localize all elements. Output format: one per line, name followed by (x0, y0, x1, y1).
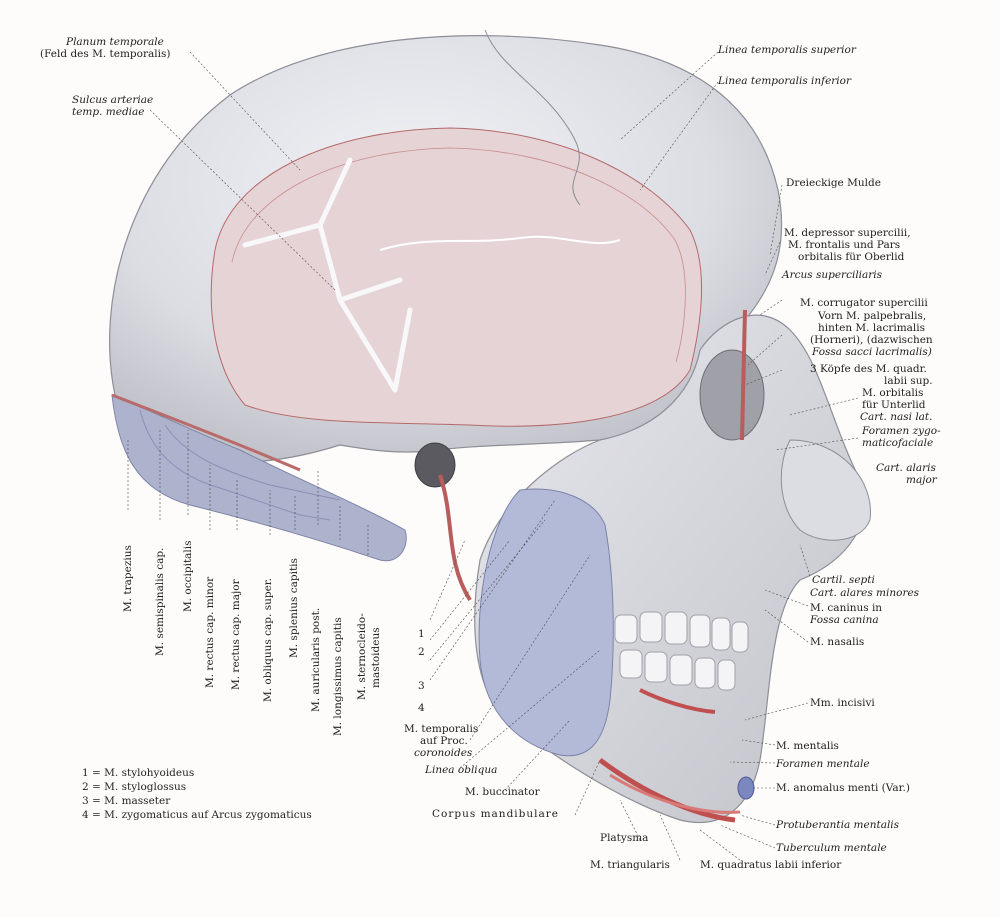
label-linea-temporalis-inferior: Linea temporalis inferior (718, 75, 851, 87)
label-palpebralis-3: (Horneri), (dazwischen (810, 334, 933, 346)
label-trapezius: M. trapezius (122, 545, 134, 612)
label-mentalis: M. mentalis (776, 740, 839, 752)
label-incisivi: Mm. incisivi (810, 697, 875, 709)
label-depressor-2: M. frontalis und Pars (788, 239, 901, 251)
leader-lines (127, 51, 859, 861)
label-sternocleido-1: M. sternocleido- (356, 613, 368, 700)
teeth (614, 611, 749, 691)
occipital-muscles (111, 394, 407, 562)
label-corrugator: M. corrugator supercilii (800, 297, 928, 309)
label-cart-alares-minores: Cart. alares minores (810, 587, 920, 599)
label-depressor-1: M. depressor supercilii, (784, 227, 911, 239)
number-mark-2: 2 (418, 646, 425, 658)
label-temporalis-2: auf Proc. (420, 735, 468, 747)
label-platysma: Platysma (600, 832, 649, 844)
label-koepfe-1: 3 Köpfe des M. quadr. (810, 363, 927, 375)
nasal-cartilage (780, 439, 871, 541)
label-foramen-zyg-1: Foramen zygo- (862, 425, 941, 437)
label-tuberculum: Tuberculum mentale (776, 842, 887, 854)
label-planum-temporale-sub: (Feld des M. temporalis) (40, 48, 171, 60)
label-foramen-zyg-2: maticofaciale (862, 437, 934, 449)
label-cart-alaris-2: major (906, 474, 937, 486)
label-rectus-minor: M. rectus cap. minor (204, 576, 216, 688)
legend-item-4: 4 = M. zygomaticus auf Arcus zygomaticus (82, 809, 312, 821)
label-palpebralis-1: Vorn M. palpebralis, (818, 310, 927, 322)
label-corpus-mandibulare: Corpus mandibulare (432, 808, 559, 820)
label-semispinalis: M. semispinalis cap. (154, 547, 166, 656)
legend: 1 = M. stylohyoideus 2 = M. styloglossus… (82, 766, 312, 822)
label-quadratus: M. quadratus labii inferior (700, 859, 842, 871)
label-occipitalis: M. occipitalis (182, 540, 194, 612)
number-mark-3: 3 (418, 680, 425, 692)
label-depressor-3: orbitalis für Oberlid (798, 251, 905, 263)
temporal-field (210, 127, 702, 427)
label-foramen-mentale: Foramen mentale (776, 758, 870, 770)
label-longissimus: M. longissimus capitis (332, 617, 344, 736)
label-temporalis-3: coronoides (414, 747, 473, 759)
label-buccinator: M. buccinator (465, 786, 540, 798)
label-obliquus: M. obliquus cap. super. (262, 578, 274, 702)
number-mark-4: 4 (418, 702, 425, 714)
number-mark-1: 1 (418, 628, 425, 640)
label-arcus-superciliaris: Arcus superciliaris (782, 269, 883, 281)
label-triangularis: M. triangularis (590, 859, 670, 871)
label-protuberantia: Protuberantia mentalis (776, 819, 900, 831)
label-dreieckige-mulde: Dreieckige Mulde (786, 177, 881, 189)
label-palpebralis-2: hinten M. lacrimalis (818, 322, 926, 334)
orbit (699, 349, 765, 441)
label-caninus-2: Fossa canina (810, 614, 879, 626)
label-anomalus: M. anomalus menti (Var.) (776, 782, 910, 794)
label-sulcus-arteriae: Sulcus arteriae (72, 94, 154, 106)
label-koepfe-2: labii sup. (884, 375, 933, 387)
legend-item-3: 3 = M. masseter (82, 795, 171, 807)
label-nasalis: M. nasalis (810, 636, 865, 648)
label-rectus-major: M. rectus cap. major (230, 579, 242, 690)
legend-item-2: 2 = M. styloglossus (82, 781, 187, 793)
label-palpebralis-4: Fossa sacci lacrimalis) (812, 346, 932, 358)
label-temporalis-1: M. temporalis (404, 723, 479, 735)
label-orbitalis-2: für Unterlid (862, 399, 926, 411)
sulcus-arteriae (242, 157, 413, 393)
label-linea-obliqua: Linea obliqua (425, 764, 498, 776)
label-cartil-septi: Cartil. septi (812, 574, 875, 586)
label-orbitalis-1: M. orbitalis (862, 387, 924, 399)
label-cart-alaris-1: Cart. alaris (876, 462, 936, 474)
label-auricularis: M. auricularis post. (310, 607, 322, 712)
label-linea-temporalis-superior: Linea temporalis superior (718, 44, 856, 56)
label-sternocleido-2: mastoideus (370, 627, 382, 688)
label-caninus-1: M. caninus in (810, 602, 883, 614)
label-sulcus-arteriae-sub: temp. mediae (72, 106, 145, 118)
legend-item-1: 1 = M. stylohyoideus (82, 767, 195, 779)
label-splenius: M. splenius capitis (288, 558, 300, 658)
label-planum-temporale: Planum temporale (66, 36, 164, 48)
label-cart-nasi-lat: Cart. nasi lat. (860, 411, 933, 423)
